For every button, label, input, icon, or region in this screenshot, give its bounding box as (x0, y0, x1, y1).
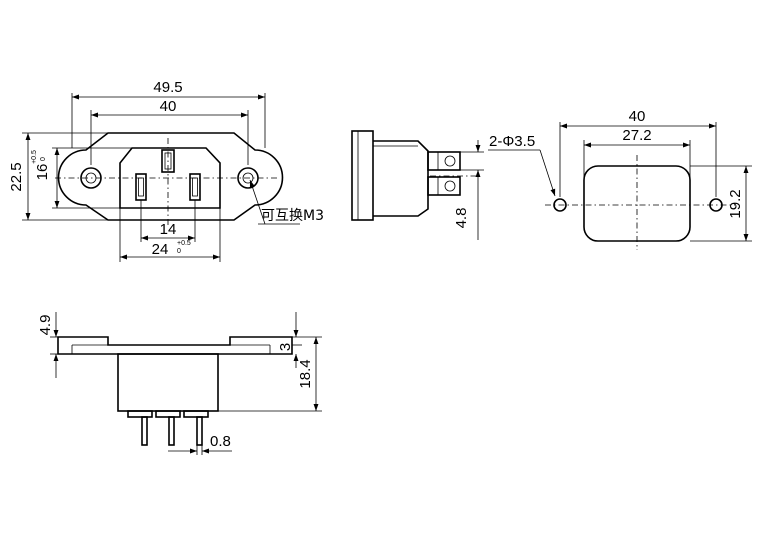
dim-overall-height: 22.5 (8, 162, 25, 191)
bottom-pin-middle (168, 416, 175, 446)
side-pin-upper (427, 151, 461, 171)
bottom-pin-right (196, 416, 203, 446)
side-pin-lower (427, 176, 461, 196)
dim-body-height-tol-upper: +0.5 (31, 150, 38, 164)
bottom-view: 4.9 3 18.4 0.8 (37, 312, 322, 455)
dim-hole-spacing: 40 (160, 98, 177, 115)
front-view: 49.5 40 22.5 16 +0.5 0 14 24 +0.5 0 可互换 (8, 79, 324, 262)
dim-body-depth: 18.4 (297, 359, 314, 388)
front-pin-earth (161, 149, 175, 173)
cutout-view: 40 27.2 2-Φ3.5 19.2 (488, 108, 752, 250)
side-body (373, 140, 429, 217)
dim-side-pin: 4.8 (453, 208, 470, 229)
bottom-pin-left (141, 416, 148, 446)
cutout-outline (583, 165, 691, 242)
dim-body-height: 16 (34, 164, 51, 181)
cutout-hole-callout: 2-Φ3.5 (489, 133, 535, 150)
mount-note: 可互换M3 (261, 207, 324, 224)
dim-flange-thickness: 4.9 (37, 315, 54, 336)
dim-pin-spacing: 14 (160, 221, 177, 238)
dim-overall-width: 49.5 (153, 79, 182, 96)
front-flange-outline (57, 132, 284, 221)
dim-flange-step: 3 (277, 343, 294, 351)
bottom-flange (57, 336, 293, 355)
dim-cutout-hole-spacing: 40 (629, 108, 646, 125)
dim-body-height-tol-lower: 0 (40, 157, 47, 161)
side-view: 4.8 (351, 130, 484, 240)
dim-body-width: 24 (152, 241, 169, 258)
bottom-body (117, 353, 219, 412)
side-flange (351, 130, 374, 221)
dim-pin-width: 0.8 (210, 433, 231, 450)
dim-body-width-tol-lower: 0 (177, 248, 181, 255)
dim-body-width-tol-upper: +0.5 (177, 240, 191, 247)
dim-cutout-height: 19.2 (727, 189, 744, 218)
dim-cutout-width: 27.2 (622, 127, 651, 144)
